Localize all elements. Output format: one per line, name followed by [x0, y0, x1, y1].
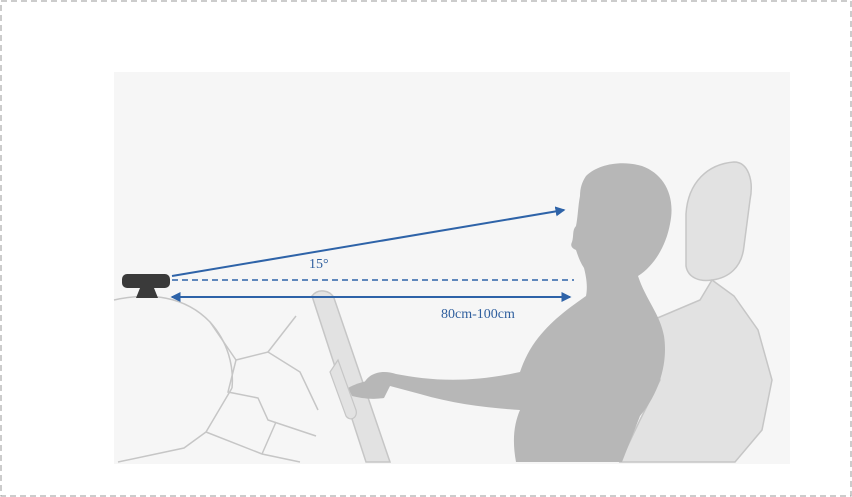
- angle-label: 15°: [309, 257, 329, 272]
- steering-wheel-icon: [329, 358, 357, 420]
- camera-device-icon: [122, 274, 170, 298]
- driver-silhouette-icon: [348, 163, 672, 462]
- gaze-arrow: [171, 206, 566, 277]
- distance-label: 80cm-100cm: [441, 307, 515, 322]
